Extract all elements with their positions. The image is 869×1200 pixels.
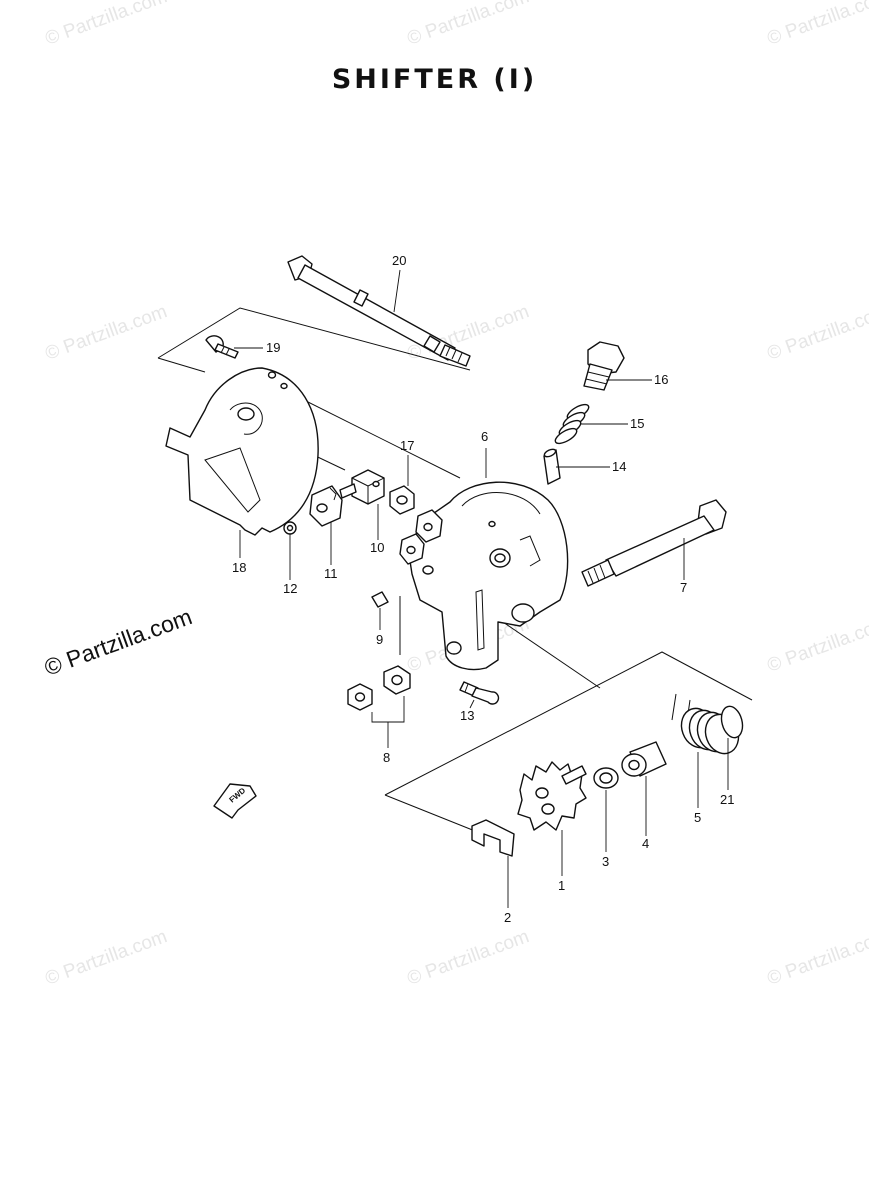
watermark-prominent: © Partzilla.com xyxy=(41,603,196,680)
callout-16: 16 xyxy=(654,372,668,387)
leader-lines xyxy=(234,269,729,908)
callout-18: 18 xyxy=(232,560,246,575)
callout-17: 17 xyxy=(400,438,414,453)
callout-20: 20 xyxy=(392,253,406,268)
callout-13: 13 xyxy=(460,708,474,723)
watermark: © Partzilla.com xyxy=(765,926,869,990)
part-11-collar xyxy=(309,485,343,527)
part-16-bolt xyxy=(583,341,625,391)
part-2-clip xyxy=(471,819,515,857)
part-18-cover-plate xyxy=(165,367,319,536)
watermark: © Partzilla.com xyxy=(765,613,869,677)
callout-8: 8 xyxy=(383,750,390,765)
callout-12: 12 xyxy=(283,581,297,596)
watermark-layer: © Partzilla.com © Partzilla.com © Partzi… xyxy=(41,0,869,990)
callout-14: 14 xyxy=(612,459,626,474)
watermark: © Partzilla.com xyxy=(43,301,170,365)
part-9-pin xyxy=(371,591,389,608)
callout-15: 15 xyxy=(630,416,644,431)
part-20-shift-shaft xyxy=(287,255,471,367)
callout-11: 11 xyxy=(324,566,338,581)
part-13-screw xyxy=(459,681,500,705)
callout-6: 6 xyxy=(481,429,488,444)
callout-21: 21 xyxy=(720,792,734,807)
part-10-adjuster-block xyxy=(339,469,385,505)
part-19-screw xyxy=(205,335,239,359)
part-21-washer xyxy=(720,705,744,739)
part-3-washer xyxy=(593,767,619,789)
watermark: © Partzilla.com xyxy=(405,0,532,50)
watermark: © Partzilla.com xyxy=(43,0,170,50)
forward-direction-arrow: FWD xyxy=(213,783,257,819)
part-6-shift-lever xyxy=(399,481,569,671)
part-14-plunger xyxy=(543,448,561,485)
part-17-nut xyxy=(389,485,415,515)
watermark: © Partzilla.com xyxy=(765,301,869,365)
part-15-spring xyxy=(554,403,590,445)
part-1-shift-cam xyxy=(517,761,587,831)
callout-1: 1 xyxy=(558,878,565,893)
callout-10: 10 xyxy=(370,540,384,555)
callout-3: 3 xyxy=(602,854,609,869)
watermark: © Partzilla.com xyxy=(765,0,869,50)
callout-2: 2 xyxy=(504,910,511,925)
callout-7: 7 xyxy=(680,580,687,595)
callout-9: 9 xyxy=(376,632,383,647)
part-8-nuts xyxy=(347,665,411,748)
watermark: © Partzilla.com xyxy=(43,926,170,990)
callout-labels: 20 19 16 15 14 6 17 10 11 12 18 9 7 13 8… xyxy=(232,253,734,925)
diagram-title: SHIFTER (I) xyxy=(331,64,538,95)
part-4-bushing xyxy=(621,741,667,777)
callout-4: 4 xyxy=(642,836,649,851)
part-12-washer xyxy=(283,521,297,535)
part-7-pivot-bolt xyxy=(581,499,727,587)
callout-5: 5 xyxy=(694,810,701,825)
watermark: © Partzilla.com xyxy=(405,926,532,990)
callout-19: 19 xyxy=(266,340,280,355)
